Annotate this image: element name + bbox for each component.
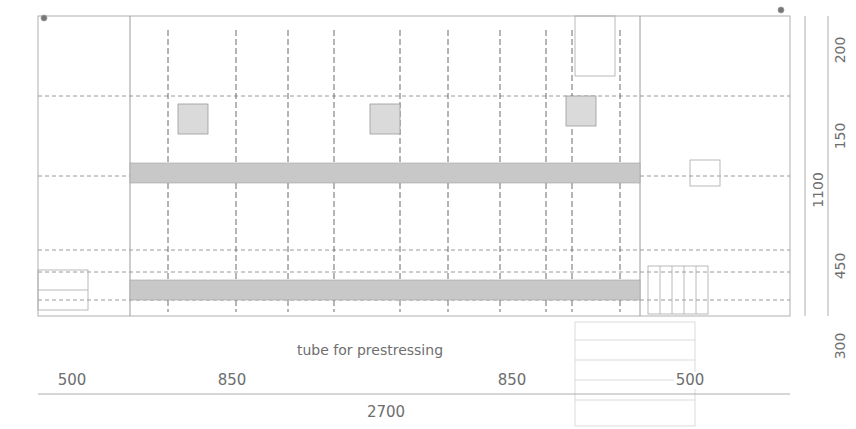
dimension: 2700 <box>365 404 407 421</box>
dimension: 500 <box>674 372 707 389</box>
dimension-lines <box>38 7 828 394</box>
dimension: 850 <box>496 372 529 389</box>
dimension: 850 <box>216 372 249 389</box>
prestress-tubes <box>130 163 640 300</box>
note-text: tube for prestressing <box>295 342 445 358</box>
dimension: 450 <box>832 251 848 282</box>
dimension: 300 <box>832 331 848 362</box>
beam-outline <box>38 16 790 316</box>
dimension: 1100 <box>810 170 826 210</box>
dimension: 500 <box>56 372 89 389</box>
dimension: 150 <box>832 121 848 152</box>
anchor-plates <box>178 96 596 134</box>
end-block <box>38 16 720 314</box>
dimension: 200 <box>832 35 848 66</box>
